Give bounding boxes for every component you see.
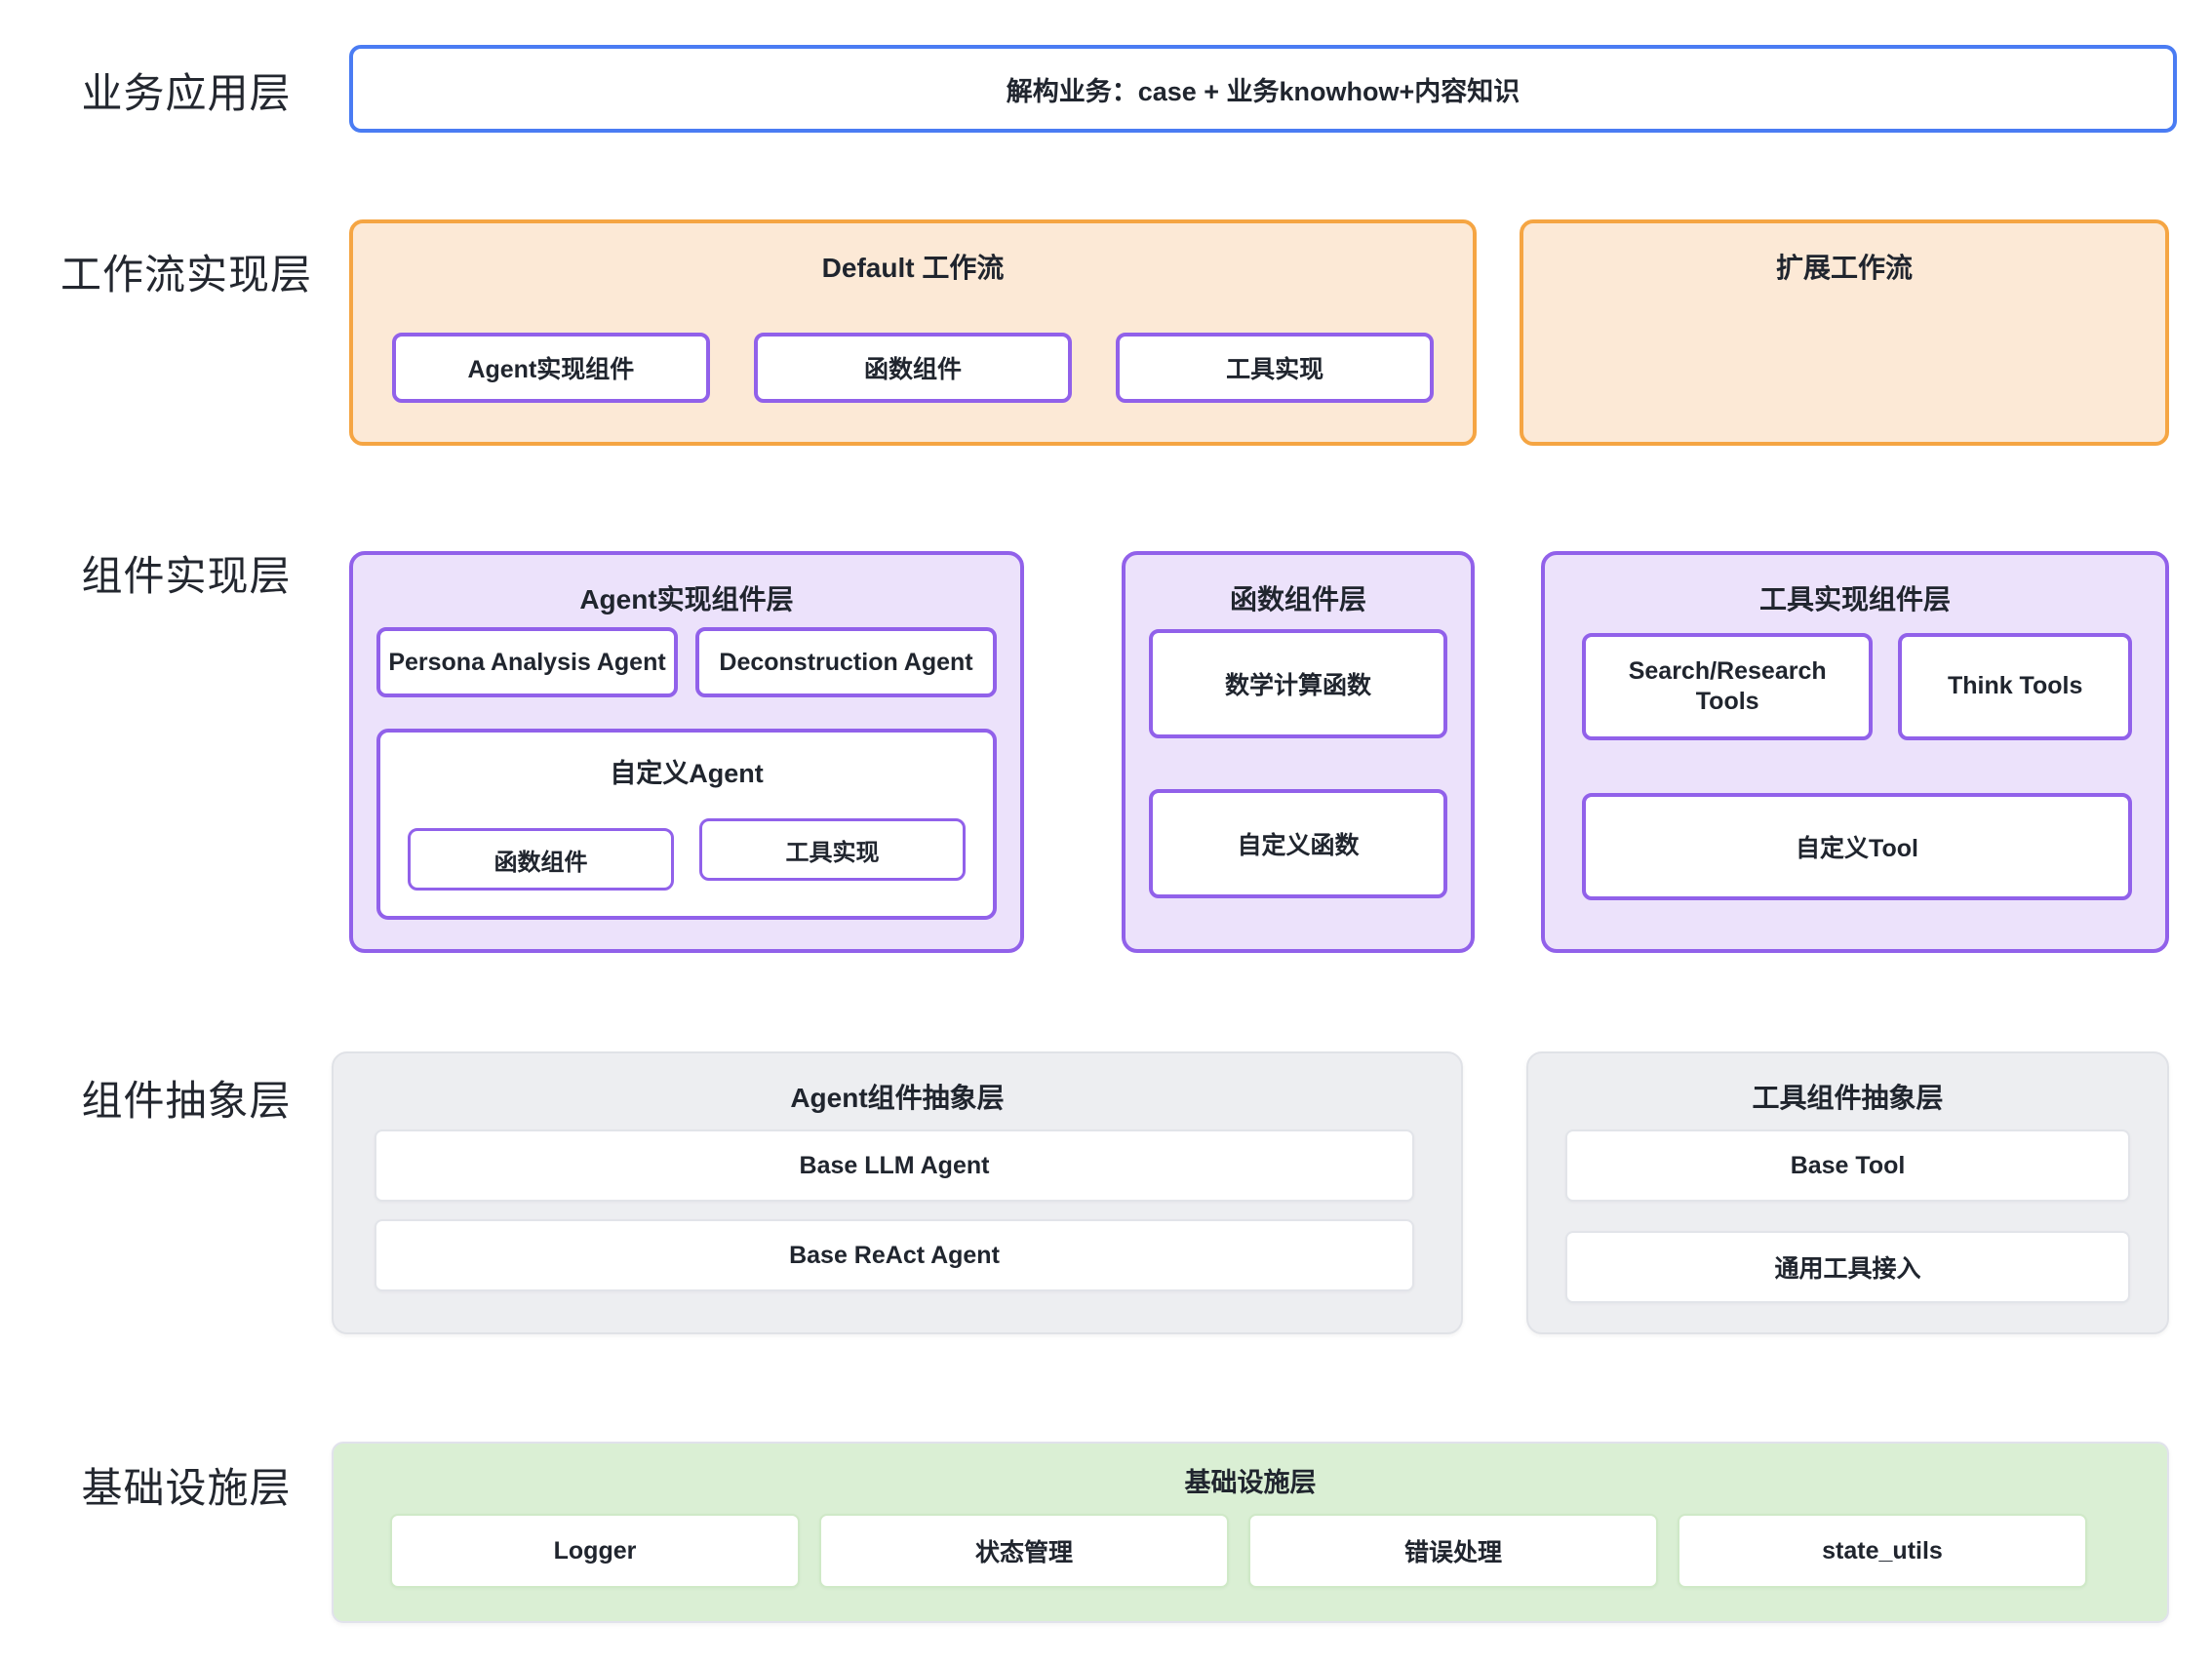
math-function-box: 数学计算函数 <box>1149 629 1447 738</box>
function-layer-container: 函数组件层 数学计算函数 自定义函数 <box>1122 551 1475 953</box>
generic-tool-access-box: 通用工具接入 <box>1565 1231 2130 1303</box>
workflow-item-agent-impl: Agent实现组件 <box>392 333 710 403</box>
infrastructure-title: 基础设施层 <box>1184 1468 1317 1497</box>
agent-abstraction-container: Agent组件抽象层 Base LLM Agent Base ReAct Age… <box>332 1051 1463 1334</box>
math-function-item: 数学计算函数 <box>1149 629 1447 738</box>
deconstruction-agent-box: Deconstruction Agent <box>695 627 997 697</box>
tool-impl-layer-container: 工具实现组件层 Search/Research Tools Think Tool… <box>1541 551 2169 953</box>
layer-label-business: 业务应用层 <box>81 70 292 116</box>
think-tools-box: Think Tools <box>1898 633 2132 740</box>
search-research-tools-box: Search/Research Tools <box>1582 633 1874 740</box>
base-llm-agent-box: Base LLM Agent <box>375 1129 1414 1202</box>
custom-agent-tool-box: 工具实现 <box>699 818 966 881</box>
function-layer-title: 函数组件层 <box>1229 584 1366 614</box>
custom-function-box: 自定义函数 <box>1149 789 1447 898</box>
infrastructure-items: Logger 状态管理 错误处理 state_utils <box>390 1514 2087 1588</box>
workflow-item-function: 函数组件 <box>754 333 1072 403</box>
state-management-box: 状态管理 <box>819 1514 1229 1588</box>
extended-workflow-title: 扩展工作流 <box>1775 253 1913 283</box>
infrastructure-container: 基础设施层 Logger 状态管理 错误处理 state_utils <box>332 1442 2169 1623</box>
business-box-text: 解构业务：case + 业务knowhow+内容知识 <box>1006 76 1521 106</box>
logger-box: Logger <box>390 1514 800 1588</box>
business-box: 解构业务：case + 业务knowhow+内容知识 <box>349 45 2177 133</box>
layer-label-infrastructure: 基础设施层 <box>81 1465 292 1511</box>
tool-impl-items: Search/Research Tools Think Tools <box>1582 633 2132 740</box>
agent-impl-layer-container: Agent实现组件层 Persona Analysis Agent Decons… <box>349 551 1024 953</box>
custom-agent-title: 自定义Agent <box>610 759 764 788</box>
custom-agent-items: 函数组件 工具实现 <box>408 818 966 891</box>
layer-label-workflow: 工作流实现层 <box>59 252 312 297</box>
layer-label-abstraction: 组件抽象层 <box>81 1078 292 1124</box>
custom-agent-container: 自定义Agent 函数组件 工具实现 <box>376 729 997 920</box>
custom-function-item: 自定义函数 <box>1149 789 1447 898</box>
base-react-agent-box: Base ReAct Agent <box>375 1219 1414 1291</box>
custom-agent-function-box: 函数组件 <box>408 828 674 891</box>
tool-abstraction-container: 工具组件抽象层 Base Tool 通用工具接入 <box>1526 1051 2169 1334</box>
custom-tool-item: 自定义Tool <box>1582 793 2132 900</box>
state-utils-box: state_utils <box>1678 1514 2087 1588</box>
custom-tool-box: 自定义Tool <box>1582 793 2132 900</box>
extended-workflow-container: 扩展工作流 <box>1520 219 2169 446</box>
default-workflow-items: Agent实现组件 函数组件 工具实现 <box>392 333 1434 403</box>
workflow-item-tool: 工具实现 <box>1116 333 1434 403</box>
layer-label-component-impl: 组件实现层 <box>81 553 292 599</box>
default-workflow-title: Default 工作流 <box>821 253 1005 283</box>
default-workflow-container: Default 工作流 Agent实现组件 函数组件 工具实现 <box>349 219 1477 446</box>
agent-impl-layer-title: Agent实现组件层 <box>579 584 794 614</box>
agent-abstraction-title: Agent组件抽象层 <box>790 1083 1005 1113</box>
base-tool-box: Base Tool <box>1565 1129 2130 1202</box>
tool-impl-layer-title: 工具实现组件层 <box>1758 584 1951 614</box>
persona-analysis-agent-box: Persona Analysis Agent <box>376 627 678 697</box>
tool-abstraction-title: 工具组件抽象层 <box>1752 1083 1944 1113</box>
agent-impl-items: Persona Analysis Agent Deconstruction Ag… <box>376 627 997 697</box>
error-handling-box: 错误处理 <box>1248 1514 1658 1588</box>
